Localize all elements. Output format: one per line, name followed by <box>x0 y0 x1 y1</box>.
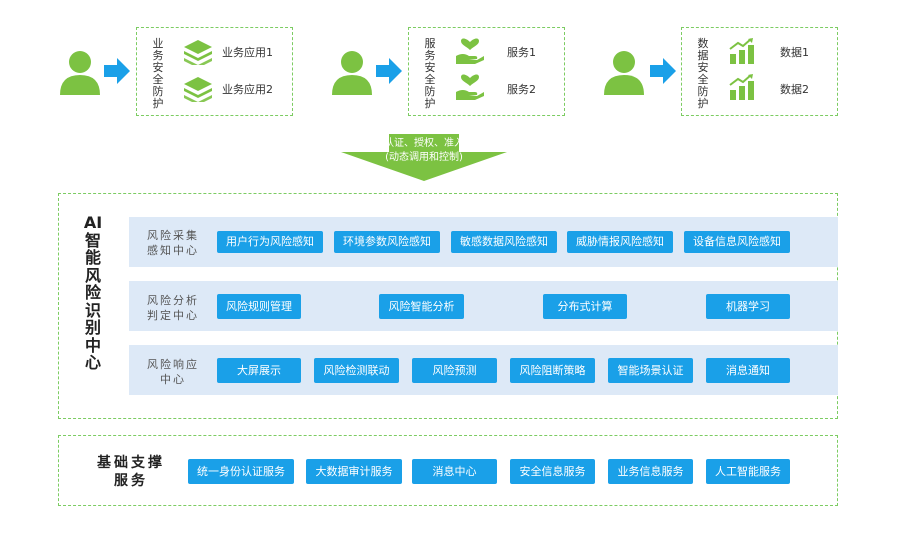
user-icon <box>60 51 100 95</box>
down-arrow-icon <box>341 134 507 181</box>
big-screen-button[interactable]: 大屏展示 <box>217 358 301 383</box>
service-2-label: 服务2 <box>507 83 536 96</box>
business-protection-box: 业务安全防护 业务应用1 业务应用2 <box>136 27 293 116</box>
flow-arrow-line1: 认证、授权、准入 <box>384 138 464 149</box>
right-arrow-icon <box>650 58 676 84</box>
data-protection-label: 数据安全防护 <box>697 37 709 110</box>
risk-collection-row-label: 风险采集 感知中心 <box>147 229 199 257</box>
data-protection-box: 数据安全防护 数据1 数据2 <box>681 27 838 116</box>
bar-chart-trend-icon <box>729 38 754 64</box>
ai-service-button[interactable]: 人工智能服务 <box>706 459 790 484</box>
service-protection-label: 服务安全防护 <box>424 37 436 110</box>
sensitive-data-risk-button[interactable]: 敏感数据风险感知 <box>451 231 557 253</box>
service-protection-box: 服务安全防护 服务1 服务2 <box>408 27 565 116</box>
base-support-title: 基础支撑 服务 <box>97 455 165 489</box>
business-app-1-label: 业务应用1 <box>222 46 273 59</box>
threat-intel-risk-button[interactable]: 威胁情报风险感知 <box>567 231 673 253</box>
risk-ai-analysis-button[interactable]: 风险智能分析 <box>379 294 464 319</box>
right-arrow-icon <box>104 58 130 84</box>
data-1-label: 数据1 <box>780 46 809 59</box>
risk-rule-manage-button[interactable]: 风险规则管理 <box>217 294 301 319</box>
hand-heart-icon <box>456 38 484 64</box>
message-notify-button[interactable]: 消息通知 <box>706 358 790 383</box>
service-1-label: 服务1 <box>507 46 536 59</box>
hand-heart-icon <box>456 74 484 100</box>
flow-arrow-line2: (动态调用和控制) <box>385 152 463 163</box>
distributed-compute-button[interactable]: 分布式计算 <box>543 294 627 319</box>
business-app-2-label: 业务应用2 <box>222 83 273 96</box>
stack-layers-icon <box>184 77 212 102</box>
user-behavior-risk-button[interactable]: 用户行为风险感知 <box>217 231 323 253</box>
bar-chart-trend-icon <box>729 74 754 100</box>
data-2-label: 数据2 <box>780 83 809 96</box>
big-data-audit-button[interactable]: 大数据审计服务 <box>306 459 402 484</box>
base-support-box <box>58 435 838 506</box>
risk-analysis-row-label: 风险分析 判定中心 <box>147 294 199 322</box>
business-info-service-button[interactable]: 业务信息服务 <box>608 459 693 484</box>
user-icon <box>604 51 644 95</box>
device-info-risk-button[interactable]: 设备信息风险感知 <box>684 231 790 253</box>
business-protection-label: 业务安全防护 <box>152 37 164 110</box>
risk-predict-button[interactable]: 风险预测 <box>412 358 497 383</box>
risk-response-row-label: 风险响应 中心 <box>147 358 199 386</box>
smart-scene-auth-button[interactable]: 智能场景认证 <box>608 358 693 383</box>
ai-center-title: AI智能风险识别中心 <box>83 213 103 372</box>
message-center-button[interactable]: 消息中心 <box>412 459 497 484</box>
user-icon <box>332 51 372 95</box>
right-arrow-icon <box>376 58 402 84</box>
security-info-service-button[interactable]: 安全信息服务 <box>510 459 595 484</box>
stack-layers-icon <box>184 40 212 65</box>
machine-learning-button[interactable]: 机器学习 <box>706 294 790 319</box>
unified-identity-auth-button[interactable]: 统一身份认证服务 <box>188 459 294 484</box>
risk-block-policy-button[interactable]: 风险阻断策略 <box>510 358 595 383</box>
risk-detect-link-button[interactable]: 风险检测联动 <box>314 358 399 383</box>
environment-risk-button[interactable]: 环境参数风险感知 <box>334 231 440 253</box>
